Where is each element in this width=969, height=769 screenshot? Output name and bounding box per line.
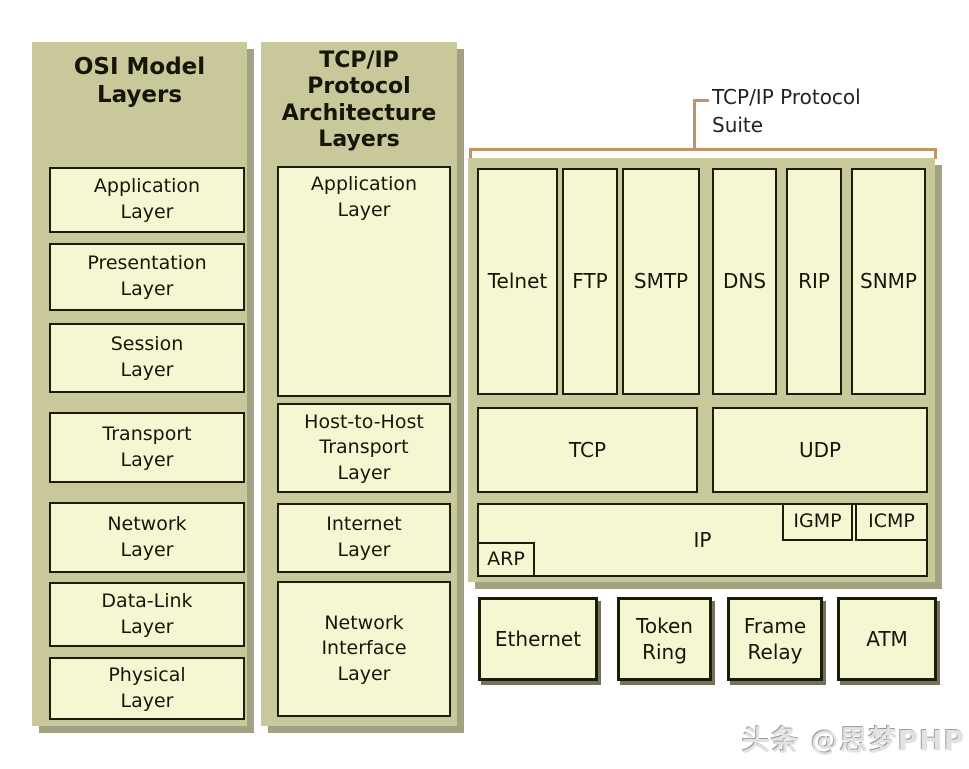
interface-frame-relay: Frame Relay [727,597,823,681]
osi-layer-physical: Physical Layer [49,657,245,720]
osi-layer-transport: Transport Layer [49,412,245,483]
protocol-icmp: ICMP [855,503,928,541]
tcpip-layer-internet: Internet Layer [277,503,451,573]
interface-token-ring: Token Ring [617,597,712,681]
osi-model-panel: OSI Model Layers Application Layer Prese… [32,42,247,726]
protocol-smtp: SMTP [622,168,700,395]
bracket-horizontal-line [469,148,937,151]
protocol-igmp: IGMP [782,503,853,541]
protocol-ftp: FTP [562,168,618,395]
bracket-stub [693,99,709,102]
tcpip-suite-panel: Telnet FTP SMTP DNS RIP SNMP TCP UDP IP … [468,158,935,582]
tcpip-architecture-panel: TCP/IP Protocol Architecture Layers Appl… [261,42,457,726]
protocol-tcp: TCP [477,407,698,493]
bracket-left-tick [469,148,472,159]
osi-layer-application: Application Layer [49,167,245,233]
osi-layer-session: Session Layer [49,323,245,393]
protocol-dns: DNS [712,168,777,395]
tcpip-layer-application: Application Layer [277,166,451,397]
bracket-right-tick [934,148,937,159]
osi-layer-network: Network Layer [49,502,245,573]
protocol-rip: RIP [786,168,842,395]
bracket-vertical-line [693,99,696,151]
osi-panel-title: OSI Model Layers [73,54,206,108]
tcpip-panel-title: TCP/IP Protocol Architecture Layers [281,48,437,153]
osi-layer-datalink: Data-Link Layer [49,582,245,647]
interface-ethernet: Ethernet [478,597,598,681]
tcpip-layer-network-interface: Network Interface Layer [277,581,451,717]
protocol-telnet: Telnet [477,168,558,395]
tcpip-layer-transport: Host-to-Host Transport Layer [277,403,451,493]
osi-layer-presentation: Presentation Layer [49,243,245,311]
suite-label: TCP/IP Protocol Suite [712,85,861,137]
protocol-arp: ARP [477,542,535,577]
interface-atm: ATM [837,597,937,681]
protocol-snmp: SNMP [851,168,926,395]
watermark-text: 头条 @思梦PHP [742,724,966,757]
protocol-udp: UDP [712,407,928,493]
